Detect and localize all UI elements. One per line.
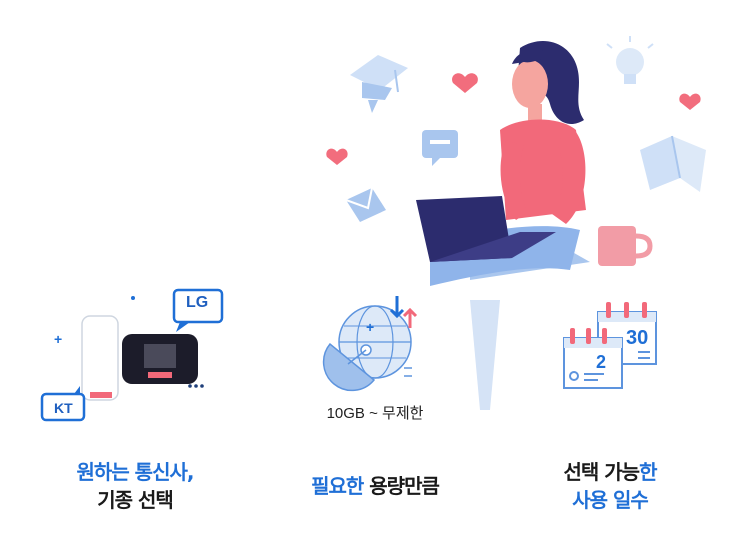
graduation-cap-icon [350,55,408,113]
lightbulb-icon [606,36,654,84]
data-plan-label: 10GB ~ 무제한 [326,405,424,422]
pocket-wifi-devices-icon: + [40,288,224,422]
hero-illustration [326,36,706,410]
kt-tag-bubble [40,386,86,422]
globe-satellite-icon: + [322,296,418,392]
heart-icon [452,73,478,93]
envelope-icon [345,187,386,222]
svg-text:+: + [54,331,62,347]
svg-text:2: 2 [596,352,606,372]
book-icon [640,135,706,192]
caption-line: 기종 선택 [97,488,174,512]
lg-tag-label: LG [186,294,209,311]
lg-tag-bubble [172,288,224,332]
caption-line: 원하는 통신사, [76,460,195,484]
kt-tag-label: KT [54,400,73,416]
feature-caption-data: 필요한 용량만큼 [270,472,480,500]
caption-text: 선택 가능 [563,460,641,484]
caption-highlight: 필요한 [311,474,364,498]
calendar-icon: 30 2 [563,302,657,389]
heart-icon [679,93,701,110]
feature-caption-carrier: 원하는 통신사, 기종 선택 [30,458,240,514]
mug-icon [598,226,653,266]
caption-line: 사용 일수 [572,488,649,512]
chat-bubble-icon [422,130,458,166]
caption-highlight: 한 [639,460,657,484]
svg-text:30: 30 [626,327,648,349]
heart-icon [326,148,348,165]
svg-text:+: + [366,319,374,335]
feature-caption-days: 선택 가능한 사용 일수 [505,458,715,514]
woman-with-laptop-illustration [416,41,586,286]
caption-text: 용량만큼 [363,474,440,498]
